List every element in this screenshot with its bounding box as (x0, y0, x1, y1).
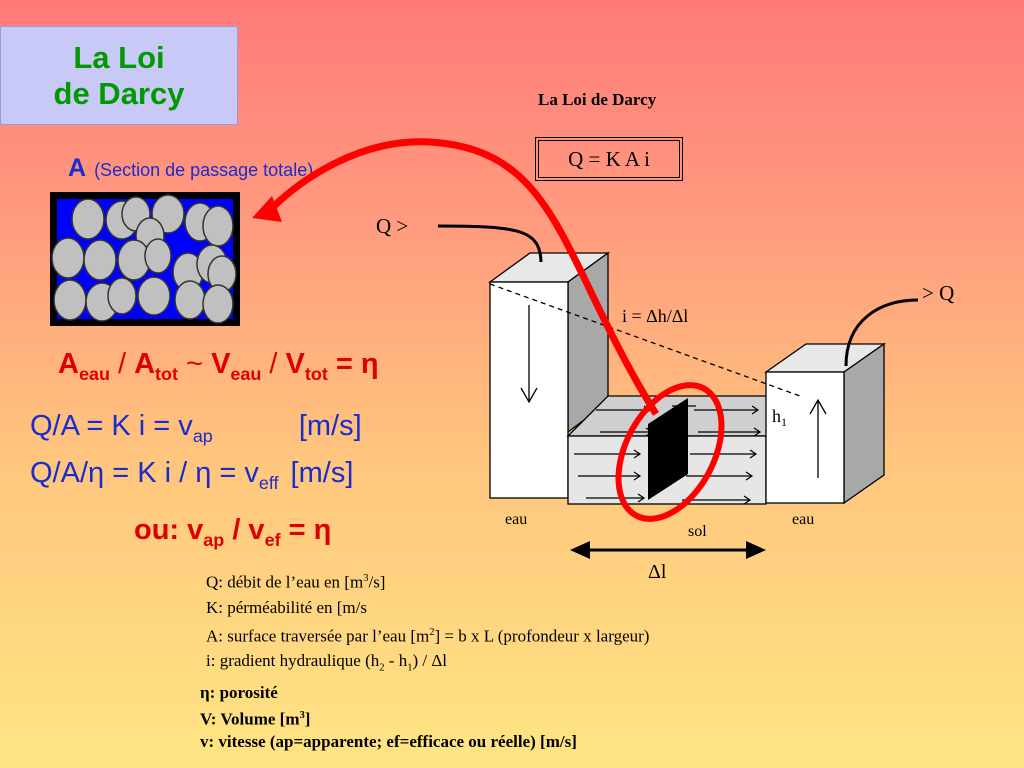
eq1-tot-sub: tot (155, 363, 178, 384)
effective-velocity-line: Q/A/η = K i / η = veff [m/s] (30, 455, 362, 502)
darcy-formula: Q = K A i (568, 146, 650, 171)
section-text: (Section de passage totale) (94, 160, 314, 180)
slide-title-box: La Loi de Darcy (0, 26, 238, 125)
soil-grains (51, 194, 237, 324)
eq3-mid: / v (224, 514, 265, 546)
eq2-l1-text: Q/A = K i = v (30, 410, 193, 442)
eq3-ap-sub: ap (203, 529, 225, 550)
porous-medium-illustration (50, 192, 240, 326)
legend-i-sub1: 1 (407, 662, 413, 674)
eq2-l2-sub: eff (258, 472, 279, 493)
eq1-vtot-sub: tot (304, 363, 328, 384)
eq1-v2: V (285, 348, 305, 380)
eq1-a: A (58, 348, 79, 380)
eq2-l2-text: Q/A/η = K i / η = v (30, 456, 259, 489)
variable-legend: Q: débit de l’eau en [m3/s] K: pérméabil… (200, 566, 649, 753)
legend-a-a: A: surface traversée par l’eau [m (206, 626, 430, 646)
up-arrow-icon (809, 398, 827, 478)
eq1-eqeta: = η (327, 348, 379, 380)
eq1-v: V (211, 348, 231, 380)
eq1-sim: ~ (178, 348, 212, 380)
legend-vitesse: v: vitesse (ap=apparente; ef=efficace ou… (200, 732, 577, 752)
section-letter: A (68, 154, 87, 182)
legend-q-b: /s] (368, 572, 386, 592)
eq2-l1-sub: ap (192, 425, 213, 446)
hydraulic-gradient-line (489, 283, 801, 397)
cross-section-plate (648, 398, 688, 500)
legend-q-a: Q: débit de l’eau en [m (206, 572, 364, 592)
eq1-slash2: / (261, 348, 286, 380)
legend-a-sup: 2 (429, 626, 435, 638)
red-arrowhead-icon (252, 196, 282, 222)
legend-q: Q: débit de l’eau en [m3/s] (200, 566, 649, 595)
legend-a: A: surface traversée par l’eau [m2] = b … (200, 620, 649, 649)
legend-k: K: pérméabilité en [m/s (206, 597, 367, 617)
velocity-equations: Q/A = K i = vap [m/s] Q/A/η = K i / η = v… (30, 408, 362, 502)
apparent-velocity-line: Q/A = K i = vap [m/s] (30, 408, 362, 455)
slide-title-line1: La Loi (73, 39, 165, 75)
eq1-a2: A (134, 348, 156, 380)
eau-left-label: eau (505, 511, 527, 528)
eq2-l1-unit: [m/s] (298, 410, 362, 442)
legend-i-b: ) / Δl (412, 651, 448, 671)
eq3-a: ou: v (134, 514, 204, 546)
eq2-l2-unit: [m/s] (290, 456, 354, 489)
gradient-label: i = Δh/Δl (622, 306, 688, 326)
porosity-equation: Aeau / Atot ~ Veau / Vtot = η (58, 348, 379, 385)
highlight-ellipse (615, 382, 725, 522)
eq1-slash1: / (109, 348, 135, 380)
velocity-ratio-equation: ou: vap / vef = η (134, 514, 331, 551)
q-out-label: > Q (922, 281, 954, 305)
legend-eta: η: porosité (200, 682, 278, 702)
h1-subscript: 1 (781, 415, 787, 429)
eq1-veau-sub: eau (230, 363, 262, 384)
outflow-pipe (844, 298, 919, 367)
legend-i-a: i: gradient hydraulique (h (206, 651, 380, 671)
legend-a-b: ] = b x L (profondeur x largeur) (434, 626, 650, 646)
legend-i: i: gradient hydraulique (h2 - h1) / Δl (200, 648, 649, 680)
delta-l-label: Δl (648, 561, 667, 583)
eq1-eau-sub: eau (78, 363, 110, 384)
legend-v-b: ] (304, 709, 311, 729)
eq3-ef-sub: ef (264, 529, 281, 550)
slide-title-line2: de Darcy (53, 75, 185, 111)
sol-label: sol (688, 523, 707, 540)
delta-l-dimension (570, 541, 766, 559)
legend-i-mid: - h (384, 651, 408, 671)
darcy-formula-box: Q = K A i (535, 137, 683, 181)
section-label: A (Section de passage totale) (68, 154, 313, 183)
eq3-end: = η (280, 514, 332, 546)
h1-letter: h (772, 406, 781, 426)
legend-i-sub2: 2 (379, 662, 385, 674)
red-pointer-arrow (267, 138, 659, 416)
legend-v-sup: 3 (299, 709, 305, 721)
h1-label: h1 (772, 406, 787, 429)
legend-q-sup: 3 (363, 573, 369, 584)
down-arrow-icon (520, 305, 538, 404)
q-in-label: Q > (376, 214, 408, 238)
diagram-title: La Loi de Darcy (538, 90, 657, 109)
legend-v-a: V: Volume [m (200, 709, 300, 729)
inflow-pipe (437, 224, 543, 263)
legend-v: V: Volume [m3] (200, 704, 649, 731)
right-water-column (763, 342, 887, 505)
eau-right-label: eau (792, 511, 814, 528)
